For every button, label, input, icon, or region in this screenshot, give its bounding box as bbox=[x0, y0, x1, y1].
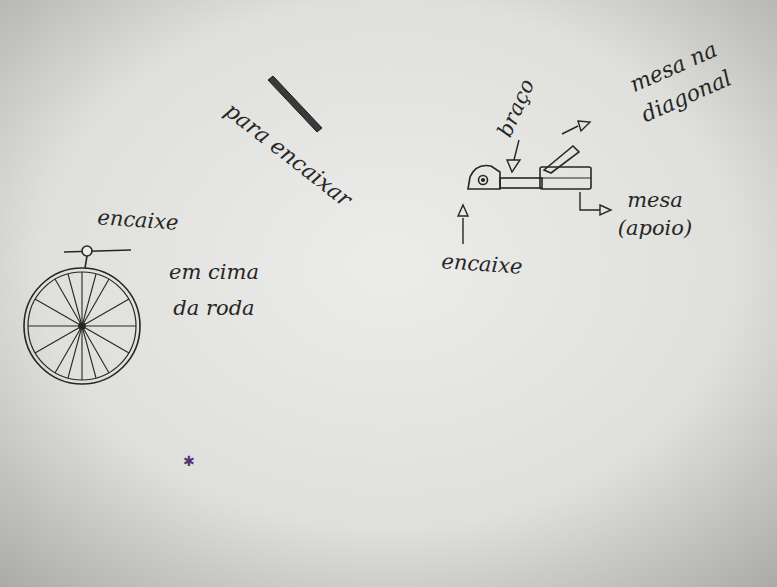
table-edge bbox=[540, 178, 591, 179]
wheel-drawing bbox=[24, 246, 140, 384]
leader-lines bbox=[458, 121, 611, 244]
wheel-inner-rim bbox=[28, 272, 136, 380]
part-label: mesa (apoio) bbox=[615, 186, 695, 242]
note-label: encaixe bbox=[426, 245, 538, 283]
diagonal-leader-head bbox=[578, 121, 590, 131]
arm-leader bbox=[514, 140, 519, 160]
fitting-bar-part bbox=[268, 76, 322, 132]
arm-leader-head bbox=[507, 160, 520, 172]
arm-base bbox=[468, 165, 500, 189]
diagonal-leader bbox=[562, 126, 578, 134]
note-label: para encaixar bbox=[184, 69, 392, 240]
ink-star: ✱ bbox=[183, 453, 195, 469]
arm-pivot-dot bbox=[482, 179, 485, 182]
table-support bbox=[540, 167, 591, 189]
diagonal-table bbox=[544, 146, 579, 173]
fitting-bar bbox=[64, 250, 131, 252]
wheel-spokes bbox=[28, 272, 136, 380]
fitting-stem bbox=[85, 256, 87, 268]
support-leader-head bbox=[600, 205, 611, 215]
arm-bar bbox=[500, 178, 542, 188]
arm-pivot bbox=[479, 176, 488, 185]
fitting-pivot bbox=[82, 246, 92, 256]
part-label: braço bbox=[486, 65, 546, 150]
fitting-leader-head bbox=[458, 205, 468, 216]
note-label: encaixe bbox=[82, 201, 194, 239]
fitting-leader bbox=[462, 218, 463, 244]
wheel-rim bbox=[24, 268, 140, 384]
wheel-hub bbox=[79, 323, 85, 329]
part-label: mesa na diagonal bbox=[619, 32, 740, 133]
arm-drawing bbox=[468, 146, 591, 189]
support-leader bbox=[580, 192, 600, 210]
note-label: em cima da roda bbox=[168, 254, 260, 326]
